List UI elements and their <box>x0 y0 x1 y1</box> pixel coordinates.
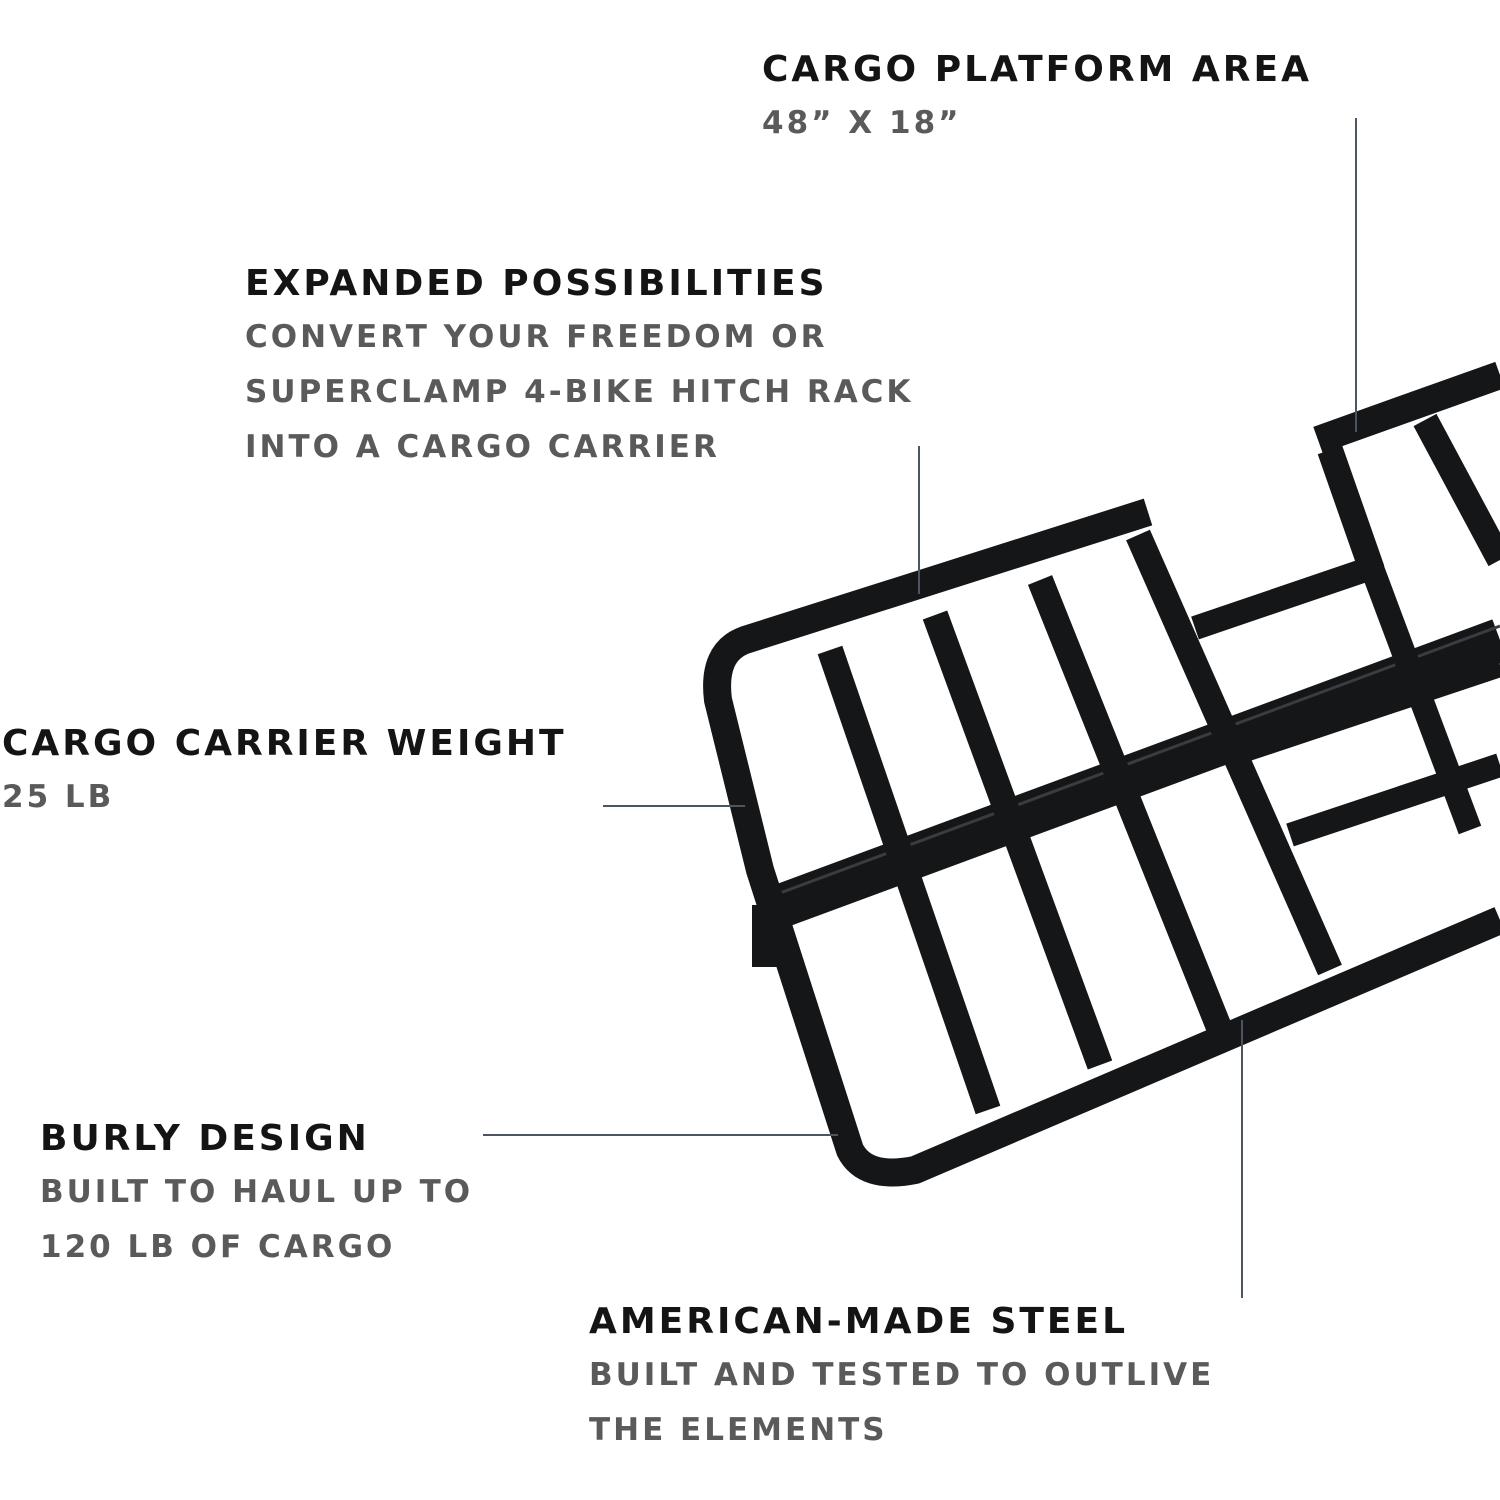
callout-title: CARGO CARRIER WEIGHT <box>2 723 567 764</box>
slat <box>1126 529 1342 976</box>
callout-carrier-weight: CARGO CARRIER WEIGHT 25 LB <box>2 718 567 825</box>
slat <box>922 610 1113 1070</box>
callout-detail-line: CONVERT YOUR FREEDOM OR <box>245 319 828 355</box>
frame-end <box>1360 563 1482 835</box>
callout-title: BURLY DESIGN <box>40 1118 370 1159</box>
callout-detail-line: SUPERCLAMP 4-BIKE HITCH RACK <box>245 374 914 410</box>
callout-detail-line: 25 LB <box>2 779 115 815</box>
cross-bar <box>1191 553 1384 640</box>
callout-detail-line: BUILT AND TESTED TO OUTLIVE <box>589 1357 1215 1393</box>
slat <box>817 645 1001 1115</box>
cross-bar <box>1286 753 1500 847</box>
callout-detail-line: 120 LB OF CARGO <box>40 1229 396 1265</box>
callout-platform-area: CARGO PLATFORM AREA 48” X 18” <box>762 44 1312 151</box>
left-platform-frame <box>703 498 1500 1187</box>
slat <box>1027 575 1233 1035</box>
callout-title: CARGO PLATFORM AREA <box>762 49 1312 90</box>
callout-detail-line: INTO A CARGO CARRIER <box>245 429 720 465</box>
callout-burly-design: BURLY DESIGN BUILT TO HAUL UP TO 120 LB … <box>40 1113 473 1275</box>
right-platform-frame <box>1313 361 1500 454</box>
callout-american-steel: AMERICAN-MADE STEEL BUILT AND TESTED TO … <box>589 1296 1214 1458</box>
right-platform-post <box>1317 445 1385 575</box>
callout-expanded-possibilities: EXPANDED POSSIBILITIES CONVERT YOUR FREE… <box>245 258 913 475</box>
callout-detail-line: 48” X 18” <box>762 105 962 141</box>
callout-title: AMERICAN-MADE STEEL <box>589 1301 1129 1342</box>
callout-title: EXPANDED POSSIBILITIES <box>245 263 828 304</box>
cross-bar <box>1241 653 1500 762</box>
callout-detail-line: THE ELEMENTS <box>589 1412 888 1448</box>
callout-detail-line: BUILT TO HAUL UP TO <box>40 1174 474 1210</box>
slat <box>1413 413 1500 567</box>
